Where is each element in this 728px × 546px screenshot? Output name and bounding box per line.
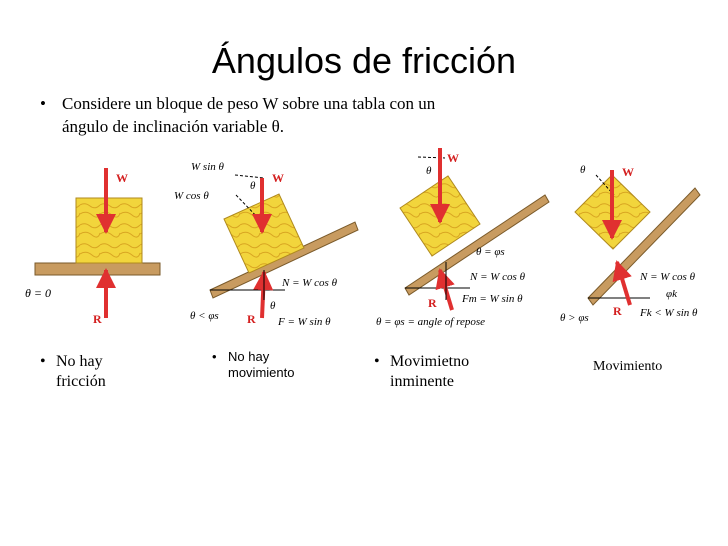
diagram-incline-static bbox=[209, 174, 359, 319]
ground-board bbox=[34, 262, 161, 276]
diagram-motion bbox=[574, 170, 701, 306]
friction-max-label: Fm = W sin θ bbox=[462, 293, 523, 305]
kinetic-friction-label: Fk < W sin θ bbox=[640, 307, 698, 319]
theta-eq-label: θ = φs bbox=[476, 246, 505, 258]
intro-line-2: ángulo de inclinación variable θ. bbox=[62, 117, 284, 136]
friction-label: F = W sin θ bbox=[278, 316, 331, 328]
page-title: Ángulos de fricción bbox=[211, 40, 517, 81]
reaction-label: R bbox=[247, 312, 256, 326]
theta-zero-label: θ = 0 bbox=[25, 286, 51, 300]
angle-of-repose-label: θ = φs = angle of repose bbox=[376, 316, 486, 328]
caption-no-movement: • No hay movimiento bbox=[212, 349, 294, 381]
normal-label: N = W cos θ bbox=[470, 271, 525, 283]
block bbox=[75, 197, 143, 264]
intro-line-1: Considere un bloque de peso W sobre una … bbox=[62, 94, 436, 113]
diagram-flat bbox=[34, 168, 161, 318]
caption-no-friction: • No hay fricción bbox=[40, 352, 106, 392]
theta-top-label: θ bbox=[580, 164, 586, 176]
bullet: • bbox=[212, 349, 217, 364]
intro-text: • Considere un bloque de peso W sobre un… bbox=[40, 92, 540, 138]
normal-label: N = W cos θ bbox=[640, 271, 695, 283]
caption-line-2: inminente bbox=[390, 373, 454, 390]
diagram-impending bbox=[399, 148, 550, 311]
theta-greater-label: θ > φs bbox=[560, 312, 589, 324]
reaction-label: R bbox=[428, 296, 437, 310]
normal-label: N = W cos θ bbox=[282, 277, 337, 289]
reaction-label: R bbox=[93, 312, 102, 326]
caption-line-1: Movimietno bbox=[390, 353, 470, 370]
caption-line-2: movimiento bbox=[228, 365, 295, 380]
theta-top-label: θ bbox=[426, 165, 432, 177]
reaction-arrow bbox=[612, 260, 632, 306]
weight-label: W bbox=[116, 171, 128, 185]
caption-line-1: Movimiento bbox=[593, 359, 663, 374]
weight-label: W bbox=[447, 151, 459, 165]
wcos-label: W cos θ bbox=[174, 190, 209, 202]
incline-board bbox=[209, 221, 359, 299]
theta-less-label: θ < φs bbox=[190, 310, 219, 322]
caption-line-1: No hay bbox=[56, 353, 103, 370]
reaction-label: R bbox=[613, 304, 622, 318]
caption-line-2: fricción bbox=[56, 373, 106, 390]
wsin-label: W sin θ bbox=[191, 161, 224, 173]
caption-impending-motion: • Movimietno inminente bbox=[374, 352, 469, 392]
caption-line-1: No hay bbox=[228, 349, 270, 364]
bullet: • bbox=[40, 353, 46, 370]
caption-motion: Movimiento bbox=[593, 357, 662, 377]
weight-label: W bbox=[622, 165, 634, 179]
theta-top-label: θ bbox=[250, 180, 256, 192]
phik-label: φk bbox=[666, 288, 677, 300]
theta-bottom-label: θ bbox=[270, 300, 276, 312]
bullet: • bbox=[40, 94, 46, 113]
weight-label: W bbox=[272, 171, 284, 185]
bullet: • bbox=[374, 353, 380, 370]
